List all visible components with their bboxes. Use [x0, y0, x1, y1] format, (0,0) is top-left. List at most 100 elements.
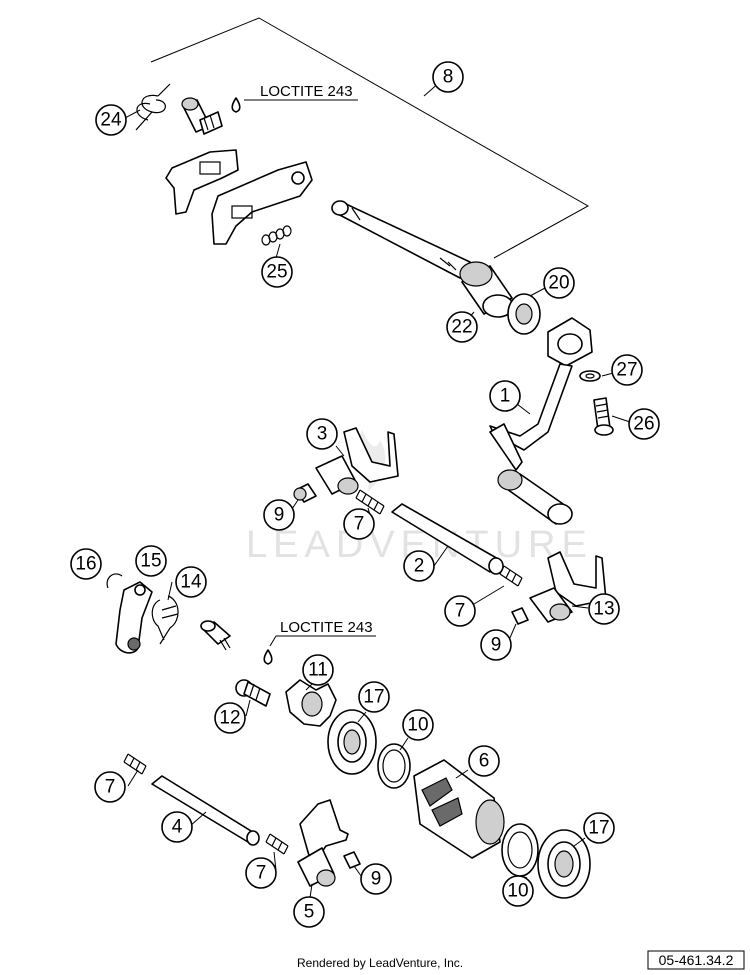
loctite-note-top: LOCTITE 243 [260, 83, 353, 100]
part-10-ring-lower [501, 823, 539, 877]
part-9-roller-bottom [343, 851, 361, 869]
callout-9-mid: 9 [480, 629, 512, 661]
svg-text:3: 3 [317, 424, 328, 445]
reference-box [647, 950, 745, 970]
part-1-shift-lever [489, 317, 593, 525]
callout-9-top: 9 [263, 499, 295, 531]
svg-text:6: 6 [479, 751, 490, 772]
callout-27: 27 [611, 354, 643, 386]
part-9-roller-top [293, 483, 317, 503]
callout-8: 8 [432, 61, 464, 93]
part-shift-shaft [331, 200, 471, 279]
part-11-shift-star [285, 679, 337, 727]
svg-text:9: 9 [371, 869, 382, 890]
svg-text:2: 2 [414, 556, 425, 577]
callout-15: 15 [135, 545, 167, 577]
loctite-drop-mid-icon [263, 649, 273, 665]
callout-20: 20 [543, 267, 575, 299]
svg-text:15: 15 [140, 551, 161, 572]
part-15-locking-lever [115, 581, 153, 654]
svg-text:9: 9 [491, 635, 502, 656]
svg-text:13: 13 [593, 599, 614, 620]
svg-text:20: 20 [548, 273, 569, 294]
svg-text:5: 5 [304, 902, 315, 923]
svg-text:11: 11 [308, 660, 328, 681]
svg-text:7: 7 [354, 514, 365, 535]
part-17-bearing-lower [537, 829, 591, 899]
callout-11: 11 [302, 654, 334, 686]
callout-22: 22 [446, 311, 478, 343]
loctite-drop-icon [231, 97, 241, 113]
part-22-bushing [459, 261, 514, 318]
callout-7-top: 7 [343, 508, 375, 540]
part-27-washer [579, 370, 601, 382]
shift-lever-plate-upper [165, 149, 239, 215]
reference-number: 05-461.34.2 [659, 952, 734, 968]
svg-text:7: 7 [455, 601, 466, 622]
callout-17-lower: 17 [583, 812, 615, 844]
part-13-shift-fork [529, 551, 607, 623]
rendered-by-text: Rendered by LeadVenture, Inc. [297, 956, 463, 970]
part-6-shift-drum [413, 759, 505, 859]
svg-text:17: 17 [588, 818, 609, 839]
part-7-spring-top [355, 489, 385, 515]
svg-text:26: 26 [633, 414, 654, 435]
callout-2: 2 [403, 550, 435, 582]
part-4-guide-rail [151, 775, 260, 846]
loctite-note-mid: LOCTITE 243 [280, 619, 373, 636]
callout-14: 14 [175, 566, 207, 598]
svg-text:1: 1 [500, 386, 511, 407]
svg-text:17: 17 [363, 687, 384, 708]
part-14-spring [151, 595, 179, 645]
callout-10-upper: 10 [402, 709, 434, 741]
callout-4: 4 [161, 811, 193, 843]
part-7-spring-bottom [265, 833, 289, 855]
part-shoulder-bolt [200, 620, 231, 651]
callout-1: 1 [489, 380, 521, 412]
svg-text:7: 7 [105, 777, 116, 798]
callout-5: 5 [293, 896, 325, 928]
svg-text:14: 14 [180, 572, 202, 593]
svg-text:10: 10 [407, 715, 428, 736]
svg-text:10: 10 [507, 881, 528, 902]
svg-text:4: 4 [172, 817, 183, 838]
svg-text:9: 9 [274, 505, 285, 526]
svg-text:25: 25 [266, 262, 287, 283]
part-2-guide-rail [391, 503, 504, 575]
part-pin-bolt [181, 97, 223, 135]
callout-7-bottom: 7 [245, 857, 277, 889]
callout-9-bottom: 9 [360, 863, 392, 895]
part-7-spring-lower-left [123, 753, 147, 775]
callout-26: 26 [628, 408, 660, 440]
svg-text:16: 16 [75, 554, 96, 575]
part-26-bolt [593, 397, 614, 436]
part-9-roller-mid [511, 607, 529, 625]
callout-25: 25 [261, 256, 293, 288]
part-5-shift-fork [297, 799, 349, 887]
svg-text:22: 22 [451, 317, 472, 338]
part-25-small-spring [261, 225, 292, 246]
callout-10-lower: 10 [502, 875, 534, 907]
callout-3: 3 [306, 418, 338, 450]
svg-text:7: 7 [256, 863, 267, 884]
callout-24: 24 [95, 104, 127, 136]
part-17-bearing-upper [327, 709, 377, 775]
callout-16: 16 [70, 548, 102, 580]
svg-text:12: 12 [219, 708, 240, 729]
part-20-seal-ring [507, 293, 541, 335]
callout-12: 12 [214, 702, 246, 734]
callout-7-right: 7 [444, 595, 476, 627]
svg-text:8: 8 [443, 67, 454, 88]
shift-lever-plate-lower [211, 161, 313, 245]
svg-text:24: 24 [100, 110, 122, 131]
part-7-spring-right [499, 565, 523, 587]
svg-text:27: 27 [616, 360, 637, 381]
callout-13: 13 [588, 593, 620, 625]
part-16-circlip [106, 573, 123, 589]
callout-7-lower-left: 7 [94, 771, 126, 803]
callout-17-upper: 17 [358, 681, 390, 713]
callout-6: 6 [468, 745, 500, 777]
part-12-screw [235, 679, 271, 707]
part-10-ring-upper [377, 743, 411, 789]
